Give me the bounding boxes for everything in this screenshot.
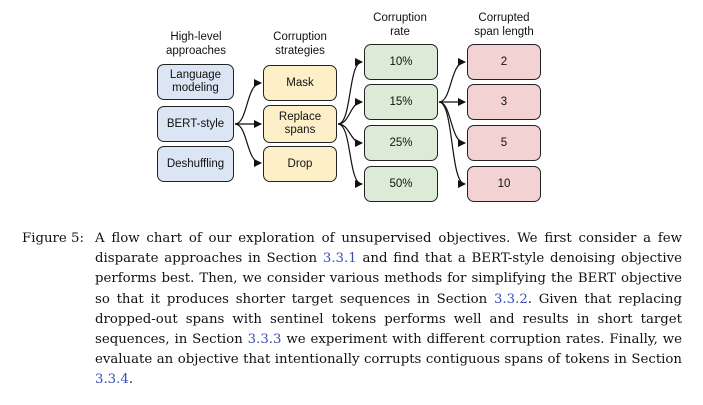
edge-bert-to-drop [234, 123, 262, 167]
header-span-length: Corrupted span length [474, 12, 534, 38]
node-span-5: 5 [467, 125, 541, 161]
edge-15-to-10 [438, 101, 466, 188]
edge-replace-to-50 [337, 123, 363, 188]
node-span-2: 2 [467, 44, 541, 80]
caption-text-2: and find that a BERT-style denoising obj… [95, 251, 682, 307]
caption-body: A flow chart of our exploration of unsup… [95, 229, 682, 391]
node-deshuffling: Deshuffling [157, 146, 234, 182]
section-link-3-3-2[interactable]: 3.3.2 [493, 291, 528, 307]
edge-replace-to-15 [337, 98, 363, 125]
edge-15-to-2 [438, 58, 466, 103]
node-drop: Drop [263, 146, 337, 182]
header-approaches: High-level approaches [165, 31, 227, 57]
caption-label: Figure 5: [22, 231, 84, 246]
node-rate-25: 25% [364, 125, 438, 161]
node-rate-50: 50% [364, 166, 438, 202]
caption-text-5: . [128, 372, 134, 388]
section-link-3-3-1[interactable]: 3.3.1 [322, 251, 357, 267]
header-rate: Corruption rate [373, 12, 427, 38]
node-rate-15: 15% [364, 84, 438, 120]
edge-bert-to-mask [234, 79, 262, 125]
edge-15-to-5 [438, 101, 466, 147]
caption-text-1: A flow chart of our exploration of unsup… [95, 231, 682, 267]
edge-replace-to-10 [337, 58, 363, 125]
node-mask: Mask [263, 65, 337, 101]
node-span-10: 10 [467, 166, 541, 202]
caption-text-3: . Given that replacing dropped-out spans… [95, 291, 682, 348]
edge-replace-to-25 [337, 123, 363, 147]
flow-chart: High-level approaches Corruption strateg… [157, 12, 541, 202]
node-rate-10: 10% [364, 44, 438, 80]
node-replace-spans: Replace spans [263, 105, 337, 143]
node-language-modeling: Language modeling [157, 64, 234, 100]
section-link-3-3-4[interactable]: 3.3.4 [95, 372, 129, 388]
node-bert-style: BERT-style [157, 106, 234, 142]
node-span-3: 3 [467, 84, 541, 120]
header-strategies: Corruption strategies [273, 31, 327, 57]
caption-text-4: we experiment with different corruption … [95, 332, 682, 368]
figure-caption: Figure 5: A flow chart of our exploratio… [22, 229, 682, 391]
section-link-3-3-3[interactable]: 3.3.3 [247, 332, 282, 348]
flow-chart-connectors [234, 58, 466, 188]
